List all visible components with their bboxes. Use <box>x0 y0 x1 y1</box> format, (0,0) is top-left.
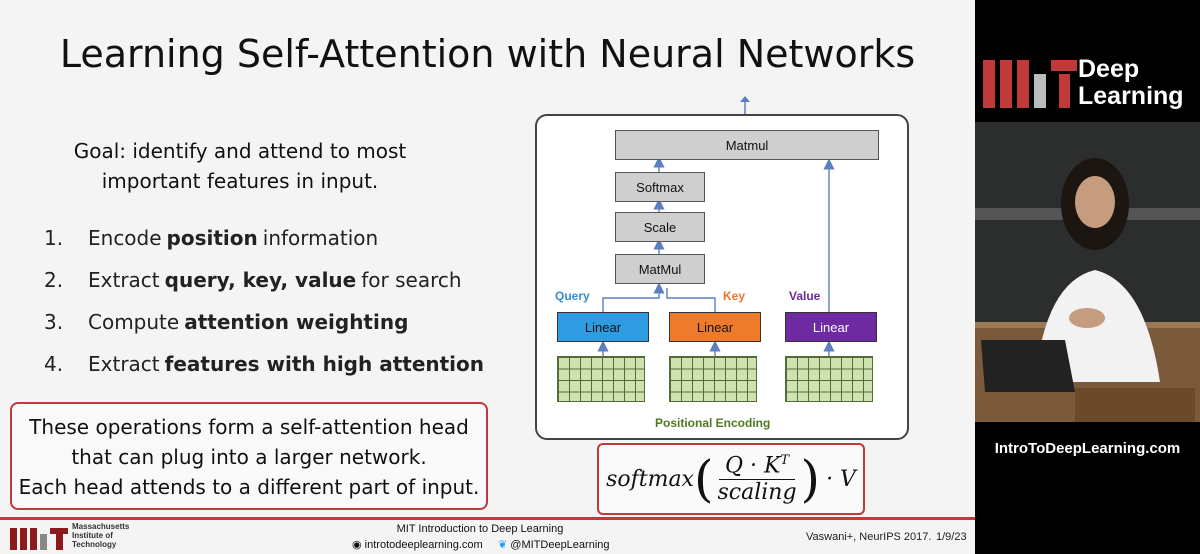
scale-block: Scale <box>615 212 705 242</box>
step-number: 4. <box>44 352 64 376</box>
softmax-block: Softmax <box>615 172 705 202</box>
goal-line-1: Goal: identify and attend to most <box>73 139 407 163</box>
step-number: 3. <box>44 310 64 334</box>
slide-title: Learning Self-Attention with Neural Netw… <box>59 32 916 76</box>
step-number: 2. <box>44 268 64 292</box>
formula-softmax: softmax <box>606 466 694 492</box>
value-embedding-grid <box>785 356 873 402</box>
callout-line: that can plug into a larger network. <box>71 445 427 469</box>
course-name: MIT Introduction to Deep Learning <box>396 523 564 535</box>
slide: Learning Self-Attention with Neural Netw… <box>0 0 975 554</box>
mit-line: Massachusetts <box>72 522 130 531</box>
speaker-video <box>975 122 1200 422</box>
brand-title: Deep Learning <box>1078 56 1184 110</box>
brand-line: Learning <box>1078 82 1184 110</box>
query-embedding-grid <box>557 356 645 402</box>
mit-wordmark: Massachusetts Institute of Technology <box>72 522 129 549</box>
twitter-text: @MITDeepLearning <box>510 539 610 551</box>
twitter-link[interactable]: ❦ @MITDeepLearning <box>498 538 610 551</box>
step-item: 1. Encode position information <box>44 226 489 268</box>
formula-paren-right: ) <box>800 450 821 508</box>
formula-paren-left: ( <box>693 450 714 508</box>
formula-denominator: scaling <box>717 479 797 505</box>
attention-formula: softmax ( Q · KT scaling ) · V <box>597 443 865 515</box>
value-label: Value <box>789 289 821 303</box>
step-text: Extract <box>88 352 160 376</box>
mit-line: Technology <box>72 540 117 549</box>
value-linear-block: Linear <box>785 312 877 342</box>
formula-fraction: Q · KT scaling <box>717 453 796 504</box>
step-bold: position <box>166 226 258 250</box>
brand-line: Deep <box>1078 55 1140 83</box>
brand-url[interactable]: IntroToDeepLearning.com <box>994 440 1181 457</box>
formula-numerator-text: Q · K <box>724 453 781 479</box>
speaker-image <box>975 122 1200 422</box>
formula-superscript: T <box>780 453 790 469</box>
slide-date: 1/9/23 <box>936 531 967 543</box>
attention-diagram: Matmul Softmax Scale MatMul Query Key Va… <box>535 114 909 440</box>
callout-box: These operations form a self-attention h… <box>10 402 488 510</box>
step-number: 1. <box>44 226 64 250</box>
query-linear-block: Linear <box>557 312 649 342</box>
step-text: for search <box>361 268 462 292</box>
step-item: 2. Extract query, key, value for search <box>44 268 489 310</box>
step-text: Encode <box>88 226 162 250</box>
positional-encoding-label: Positional Encoding <box>655 416 771 430</box>
key-embedding-grid <box>669 356 757 402</box>
mit-brand-logo-icon <box>983 60 1077 108</box>
mit-logo-icon <box>10 524 68 552</box>
step-item: 3. Compute attention weighting <box>44 310 489 352</box>
matmul-block: MatMul <box>615 254 705 284</box>
step-bold: attention weighting <box>184 310 409 334</box>
website-link[interactable]: ◉ introtodeeplearning.com <box>352 538 483 551</box>
mit-line: Institute of <box>72 531 113 540</box>
citation: Vaswani+, NeurIPS 2017. <box>806 531 932 543</box>
step-text: information <box>262 226 379 250</box>
goal-text: Goal: identify and attend to most import… <box>40 136 440 196</box>
callout-line: Each head attends to a different part of… <box>18 475 480 499</box>
goal-line-2: important features in input. <box>101 169 379 193</box>
step-text: Compute <box>88 310 180 334</box>
query-label: Query <box>555 289 590 303</box>
website-text: introtodeeplearning.com <box>364 539 483 551</box>
globe-icon: ◉ <box>352 539 362 551</box>
key-linear-block: Linear <box>669 312 761 342</box>
step-item: 4. Extract features with high attention <box>44 352 489 394</box>
diagram-arrows <box>597 156 835 356</box>
step-bold: query, key, value <box>164 268 357 292</box>
formula-tail: · V <box>826 466 856 492</box>
step-text: Extract <box>88 268 160 292</box>
key-label: Key <box>723 289 746 303</box>
matmul-output-block: Matmul <box>615 130 879 160</box>
formula-numerator: Q · KT <box>718 453 796 480</box>
callout-line: These operations form a self-attention h… <box>29 415 469 439</box>
slide-footer: Massachusetts Institute of Technology MI… <box>0 517 975 554</box>
step-bold: features with high attention <box>164 352 485 376</box>
steps-list: 1. Encode position information 2. Extrac… <box>44 226 489 394</box>
twitter-icon: ❦ <box>498 539 508 551</box>
